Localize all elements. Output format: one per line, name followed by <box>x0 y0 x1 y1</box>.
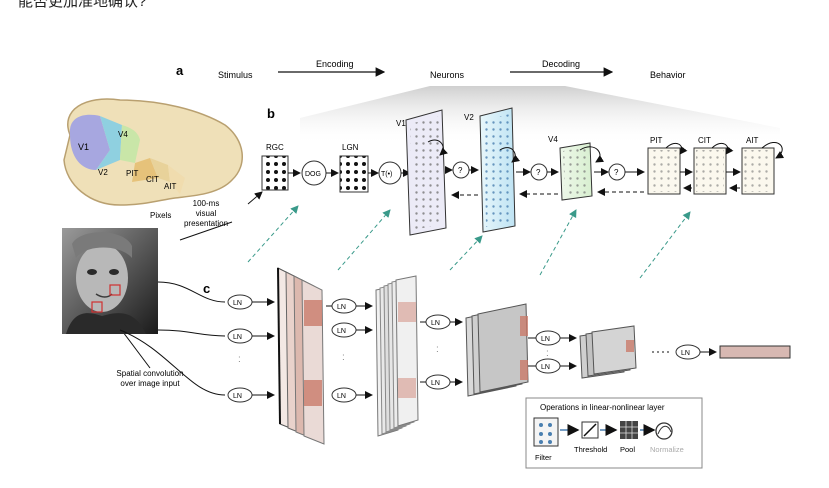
behavior-label: Behavior <box>650 70 686 80</box>
decoding-label: Decoding <box>542 59 580 69</box>
rgc-label: RGC <box>266 143 284 152</box>
conv-layer-1 <box>277 267 325 445</box>
brain-v1-region <box>69 114 110 170</box>
ln-unit-2c: LN <box>331 387 357 403</box>
monkey-brain: V1 V2 V4 PIT CIT AIT <box>63 98 243 206</box>
pit-label: PIT <box>650 136 663 145</box>
ops-title: Operations in linear-nonlinear layer <box>540 403 665 412</box>
svg-text:LN: LN <box>233 334 242 341</box>
brain-ait-region <box>168 165 185 194</box>
top-caption: 能否更加准地确认? <box>18 0 146 10</box>
panel-a: a Stimulus Encoding Neurons Decoding Beh… <box>176 59 686 80</box>
svg-text:T(•): T(•) <box>381 171 392 178</box>
correspondence-arrows <box>247 205 691 279</box>
svg-text:presentation: presentation <box>184 219 228 228</box>
ln-unit-1a: LN <box>227 294 253 310</box>
brain-cit-label: CIT <box>146 175 159 184</box>
ln-unit-3a: LN <box>425 314 451 330</box>
threshold-label: Threshold <box>574 445 607 454</box>
ln-unit-4b: LN <box>535 358 561 374</box>
lgn-label: LGN <box>342 143 359 152</box>
pool-icon <box>620 421 638 439</box>
brain-v4-region <box>120 125 140 163</box>
input-portrait <box>62 228 158 334</box>
brain-v2-label: V2 <box>98 168 108 177</box>
panel-c-label: c <box>203 281 210 296</box>
pixels-label: Pixels <box>150 211 171 220</box>
svg-text::: : <box>238 354 241 365</box>
brain-ait-label: AIT <box>164 182 177 191</box>
ln-unit-3b: LN <box>425 374 451 390</box>
normalize-icon <box>655 422 673 440</box>
svg-text:LN: LN <box>541 364 550 371</box>
svg-text:?: ? <box>536 168 541 177</box>
ln-unit-2b: LN <box>331 322 357 338</box>
cit-label: CIT <box>698 136 711 145</box>
ln-unit-5: LN <box>675 344 701 360</box>
pool-label: Pool <box>620 445 635 454</box>
v1-label: V1 <box>396 119 406 128</box>
v2-recurrent <box>499 147 520 163</box>
brain-v4-label: V4 <box>118 130 128 139</box>
svg-text:LN: LN <box>431 380 440 387</box>
svg-text:LN: LN <box>337 328 346 335</box>
v1-recurrent <box>427 139 448 156</box>
svg-text:LN: LN <box>681 350 690 357</box>
svg-text:LN: LN <box>337 393 346 400</box>
svg-text:LN: LN <box>431 320 440 327</box>
v2-label: V2 <box>464 113 474 122</box>
panel-b-label: b <box>267 106 275 121</box>
ln-unit-2a: LN <box>331 298 357 314</box>
side-labels: Pixels 100-ms visual presentation Spatia… <box>116 199 233 388</box>
conv-layer-2 <box>375 275 419 437</box>
presentation-arrow <box>247 191 263 205</box>
svg-text::: : <box>436 344 439 355</box>
svg-text:visual: visual <box>196 209 217 218</box>
v4-recurrent <box>579 146 605 163</box>
output-layer <box>719 345 791 359</box>
svg-text::: : <box>546 348 549 359</box>
brain-pit-label: PIT <box>126 169 139 178</box>
lgn-grid <box>339 155 369 193</box>
ln-unit-4a: LN <box>535 330 561 346</box>
filter-label: Filter <box>535 453 552 462</box>
rgc-grid <box>261 155 289 191</box>
ln-unit-1c: LN <box>227 387 253 403</box>
svg-text:LN: LN <box>541 336 550 343</box>
panel-b: b RGC DOG LGN T(•) V1 ? V2 ? V4 <box>247 106 785 236</box>
panel-c: c LN LN : LN LN LN : LN <box>119 267 791 445</box>
conv-layer-4 <box>579 325 637 379</box>
ait-label: AIT <box>746 136 759 145</box>
svg-text:100-ms: 100-ms <box>193 199 220 208</box>
threshold-icon <box>581 421 599 439</box>
svg-text:?: ? <box>614 168 619 177</box>
ln-unit-1b: LN <box>227 328 253 344</box>
v4-label: V4 <box>548 135 558 144</box>
brain-cit-region <box>150 158 170 182</box>
svg-text:over image input: over image input <box>120 379 180 388</box>
brain-v2-region <box>96 116 122 170</box>
svg-text:LN: LN <box>233 393 242 400</box>
svg-text:DOG: DOG <box>305 171 321 178</box>
spatial-label: Spatial convolution <box>116 369 183 378</box>
operations-box: Operations in linear-nonlinear layer Fil… <box>525 397 703 469</box>
panel-a-label: a <box>176 63 184 78</box>
brain-pit-region <box>132 158 158 182</box>
encoding-label: Encoding <box>316 59 354 69</box>
stimulus-label: Stimulus <box>218 70 253 80</box>
svg-text:LN: LN <box>233 300 242 307</box>
conv-layer-3 <box>465 303 529 397</box>
neurons-label: Neurons <box>430 70 465 80</box>
filter-icon <box>533 417 559 447</box>
brain-v1-label: V1 <box>78 142 89 152</box>
normalize-label: Normalize <box>650 445 684 454</box>
svg-text:?: ? <box>458 166 463 175</box>
svg-text:LN: LN <box>337 304 346 311</box>
svg-text::: : <box>342 352 345 363</box>
